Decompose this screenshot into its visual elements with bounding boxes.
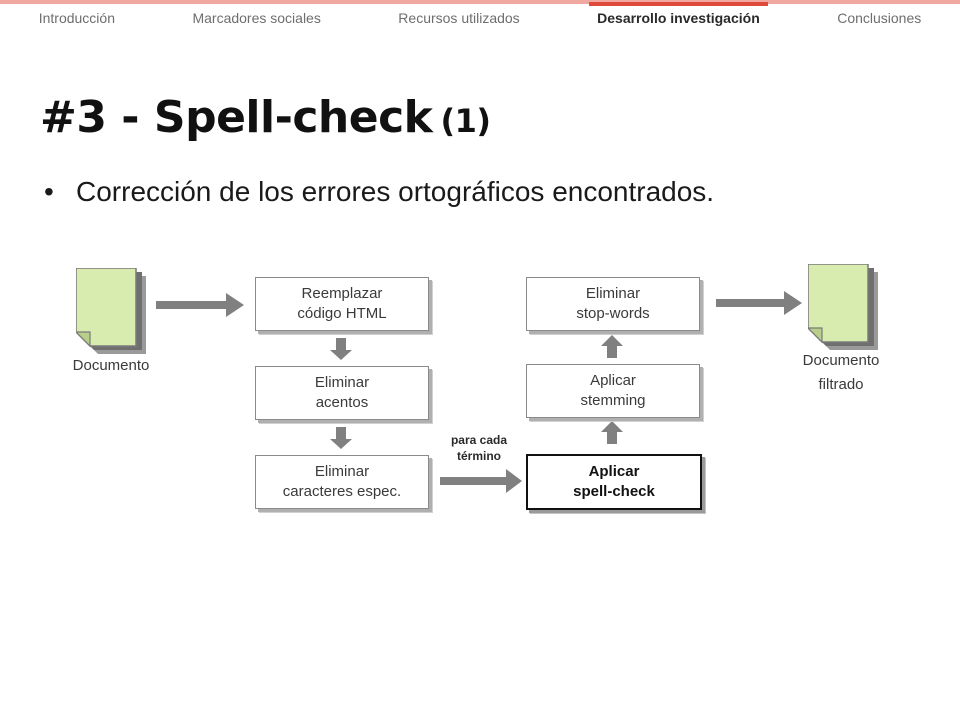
edge-label-line1: para cada	[450, 433, 508, 447]
nav-item-desarrollo-investigacion[interactable]: Desarrollo investigación	[589, 2, 768, 28]
box-remove-stopwords: Eliminar stop-words	[526, 277, 700, 331]
box-apply-spell-check: Aplicar spell-check	[526, 454, 702, 510]
box-remove-accents-line1: Eliminar	[314, 374, 370, 391]
slide-title-suffix: (1)	[440, 102, 491, 140]
arrow-stemming-to-stopwords	[601, 335, 623, 358]
section-nav: Introducción Marcadores sociales Recurso…	[0, 2, 960, 32]
edge-label-line2: término	[456, 449, 501, 463]
slide-title: #3 - Spell-check(1)	[40, 92, 491, 143]
slide-title-text: #3 - Spell-check	[40, 92, 433, 143]
nav-accent-line	[0, 0, 960, 4]
arrow-html-to-accents	[330, 338, 352, 360]
edge-label-per-term: para cada término	[436, 432, 522, 464]
box-apply-stemming-line2: stemming	[580, 392, 646, 409]
output-document-label-line1: Documento	[802, 352, 880, 369]
box-apply-spell-check-line1: Aplicar	[588, 463, 640, 480]
bullet-text: Corrección de los errores ortográficos e…	[76, 176, 715, 207]
box-apply-spell-check-line2: spell-check	[573, 483, 655, 500]
box-remove-accents: Eliminar acentos	[255, 366, 429, 420]
nav-item-introduccion[interactable]: Introducción	[38, 10, 115, 26]
arrow-accents-to-special	[330, 427, 352, 449]
box-apply-stemming: Aplicar stemming	[526, 364, 700, 418]
output-document-label: Documento filtrado	[786, 349, 896, 397]
bullet-dot: •	[44, 176, 54, 207]
box-replace-html-line2: código HTML	[297, 305, 387, 322]
box-replace-html: Reemplazar código HTML	[255, 277, 429, 331]
output-document-label-line2: filtrado	[818, 376, 864, 393]
box-remove-stopwords-line2: stop-words	[576, 305, 650, 322]
arrow-spell-to-stemming	[601, 421, 623, 444]
box-apply-stemming-line1: Aplicar	[590, 372, 636, 389]
box-replace-html-line1: Reemplazar	[301, 285, 383, 302]
arrow-special-to-spell	[440, 469, 522, 493]
nav-item-marcadores-sociales[interactable]: Marcadores sociales	[192, 10, 321, 26]
box-remove-stopwords-line1: Eliminar	[585, 285, 641, 302]
document-icon	[808, 264, 878, 350]
box-remove-special-chars-line2: caracteres espec.	[282, 483, 402, 500]
arrow-stopwords-to-output	[716, 291, 802, 315]
input-document-label: Documento	[72, 357, 150, 374]
nav-item-recursos-utilizados[interactable]: Recursos utilizados	[398, 10, 520, 26]
box-remove-special-chars: Eliminar caracteres espec.	[255, 455, 429, 509]
nav-item-conclusiones[interactable]: Conclusiones	[837, 10, 922, 26]
arrow-doc-to-html	[156, 293, 244, 317]
box-remove-accents-line2: acentos	[315, 394, 369, 411]
document-icon	[76, 268, 146, 354]
bullet-item: • Corrección de los errores ortográficos …	[44, 176, 714, 208]
box-remove-special-chars-line1: Eliminar	[314, 463, 370, 480]
